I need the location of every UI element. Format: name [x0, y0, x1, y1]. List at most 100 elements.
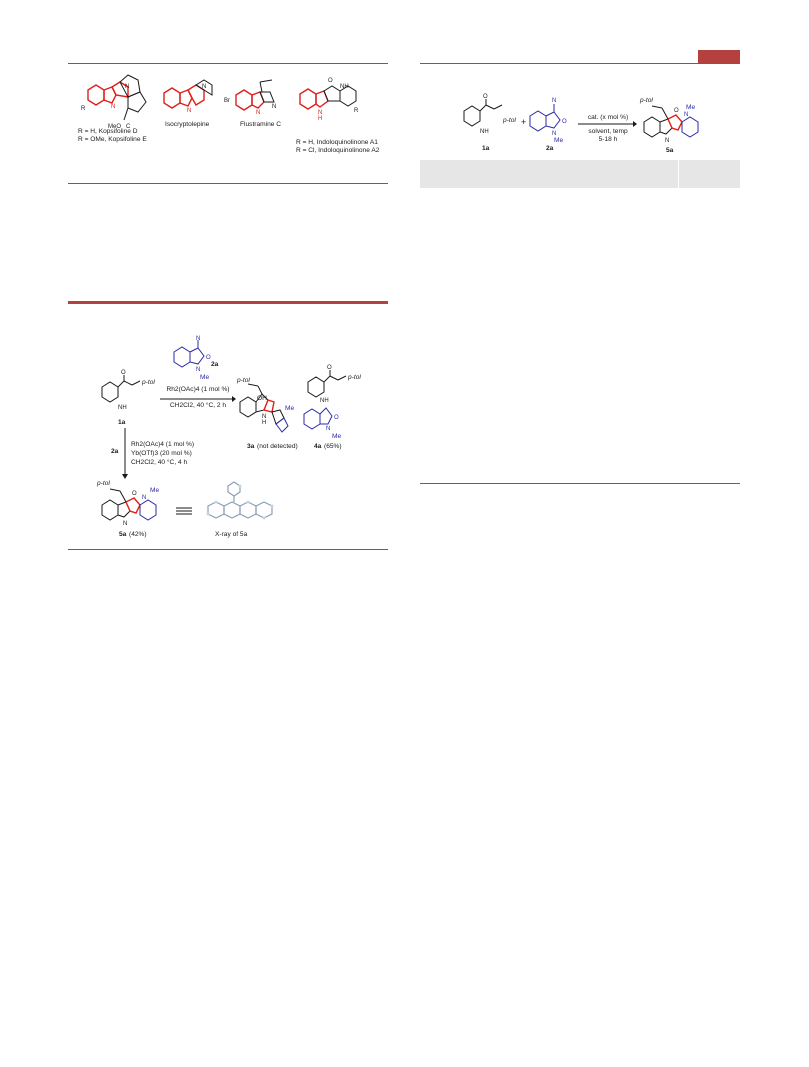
- isocryptolepine-label: Isocryptolepine: [165, 121, 210, 128]
- table-header-divider: [678, 160, 679, 188]
- scheme1-ptol-5a: p-tol: [97, 480, 110, 487]
- table-bottom-rule: [420, 483, 740, 484]
- svg-text:N: N: [272, 104, 276, 110]
- scheme1-5a-yield: (42%): [129, 531, 147, 538]
- svg-text:NH: NH: [340, 84, 349, 90]
- svg-text:N: N: [552, 131, 556, 137]
- svg-text:O: O: [483, 94, 488, 100]
- svg-text:C: C: [126, 124, 131, 130]
- kopsifoline-d-label: R = H, Kopsifoline D: [78, 128, 138, 135]
- xray-label: X-ray of 5a: [215, 531, 248, 538]
- scheme1-me-3a: Me: [285, 405, 295, 412]
- svg-text:N: N: [123, 521, 127, 527]
- scheme2-plus: +: [521, 117, 527, 127]
- scheme1-3a-note: (not detected): [257, 443, 298, 450]
- indoloquinolinone-a2-label: R = Cl, Indoloquinolinone A2: [296, 147, 380, 154]
- scheme1-5a-label: 5a: [119, 531, 127, 538]
- svg-text:N: N: [326, 426, 330, 432]
- svg-text:N: N: [318, 110, 322, 116]
- svg-text:H: H: [262, 420, 266, 426]
- svg-text:R: R: [81, 106, 86, 112]
- scheme1-cond-top-2: CH2Cl2, 40 °C, 2 h: [169, 402, 227, 409]
- svg-text:O: O: [132, 491, 137, 497]
- scheme2-me-2a: Me: [554, 137, 564, 144]
- scheme1-cond-top-1: Rh2(OAc)4 (1 mol %): [166, 386, 230, 393]
- scheme1-4a-label: 4a: [314, 443, 322, 450]
- scheme1-2a-label: 2a: [211, 361, 219, 368]
- scheme1-3a-label: 3a: [247, 443, 255, 450]
- scheme2-2a-structure: N O N: [529, 98, 567, 137]
- svg-text:N: N: [552, 98, 556, 104]
- scheme1-cond-down-2: Yb(OTf)3 (20 mol %): [131, 450, 192, 457]
- equivalence-sign: [176, 507, 192, 515]
- scheme1-arrow-down: [122, 428, 128, 479]
- table-header-bar: [420, 160, 740, 188]
- scheme2-5a-structure: O N N: [643, 105, 699, 144]
- compound-5a-structure: O N N: [101, 488, 157, 527]
- scheme1-arrow-right: [160, 396, 236, 402]
- fig1-bottom-rule: [68, 183, 388, 184]
- kopsifoline-e-label: R = OMe, Kopsifoline E: [78, 136, 147, 143]
- kopsifoline-structure: N N R MeO C: [81, 74, 147, 130]
- header-rule-right: [420, 63, 740, 64]
- svg-text:Br: Br: [224, 98, 230, 104]
- scheme1-4a-yield: (65%): [324, 443, 342, 450]
- scheme2-cond-1: cat. (x mol %): [587, 114, 629, 121]
- svg-text:N: N: [196, 336, 200, 342]
- scheme2-ptol-5a: p-tol: [640, 97, 653, 104]
- scheme2-ptol-1a: p-tol: [503, 117, 516, 124]
- header-rule-left: [68, 63, 388, 64]
- scheme2-1a-label: 1a: [482, 145, 490, 152]
- scheme1-cond-down-3: CH2Cl2, 40 °C, 4 h: [131, 459, 188, 466]
- svg-text:NH: NH: [480, 129, 489, 135]
- svg-text:NH: NH: [118, 405, 127, 411]
- svg-text:N: N: [684, 112, 688, 118]
- scheme1-ptol-1a: p-tol: [142, 379, 155, 386]
- svg-text:N: N: [142, 495, 146, 501]
- flustramine-label: Flustramine C: [240, 121, 282, 128]
- section-divider: [68, 301, 388, 304]
- svg-text:N: N: [187, 108, 191, 114]
- svg-text:O: O: [206, 355, 211, 361]
- indoloquinolinone-a1-label: R = H, Indoloquinolinone A1: [296, 139, 378, 146]
- scheme2-cond-3: 5-18 h: [598, 136, 618, 143]
- compound-4a-structure: O NH O N: [303, 365, 347, 432]
- svg-text:O: O: [328, 78, 333, 84]
- compound-2a-structure: N O N: [173, 336, 211, 373]
- svg-text:N: N: [196, 367, 200, 373]
- svg-text:O: O: [562, 119, 567, 125]
- scheme1-ptol-3a: p-tol: [237, 377, 250, 384]
- scheme1-me-4a: Me: [332, 433, 342, 440]
- flustramine-structure: Br N N: [224, 79, 276, 116]
- svg-text:O: O: [334, 415, 339, 421]
- scheme1-oh-3a: OH: [257, 395, 267, 402]
- scheme2-me-5a: Me: [686, 104, 696, 111]
- scheme2-cond-2: solvent, temp: [588, 128, 628, 135]
- compound-3a-structure: H N: [239, 383, 289, 433]
- scheme2-2a-label: 2a: [546, 145, 554, 152]
- scheme2-1a-structure: O NH: [463, 94, 503, 135]
- header-accent-block: [698, 50, 740, 64]
- svg-text:MeO: MeO: [108, 124, 121, 130]
- scheme1-me-2a: Me: [200, 374, 210, 381]
- scheme1-cond-down-1: Rh2(OAc)4 (1 mol %): [131, 441, 195, 448]
- isocryptolepine-structure: N N: [163, 79, 213, 114]
- xray-structure: [206, 481, 274, 520]
- scheme1-me-5a: Me: [150, 487, 160, 494]
- scheme2-5a-label: 5a: [666, 147, 674, 154]
- svg-text:R: R: [354, 108, 359, 114]
- svg-text:N: N: [111, 104, 115, 110]
- scheme2-arrow: [578, 121, 637, 127]
- compound-1a-structure: O NH: [101, 370, 141, 411]
- svg-text:O: O: [327, 365, 332, 371]
- scheme1-bottom-rule: [68, 549, 388, 550]
- svg-text:N: N: [262, 414, 266, 420]
- svg-text:N: N: [125, 84, 129, 90]
- scheme1-ptol-4a: p-tol: [348, 374, 361, 381]
- svg-text:O: O: [121, 370, 126, 376]
- svg-text:O: O: [674, 108, 679, 114]
- indoloquinolinone-structure: O NH N H R: [299, 78, 359, 122]
- svg-text:H: H: [318, 116, 322, 122]
- svg-text:N: N: [256, 110, 260, 116]
- svg-text:N: N: [202, 84, 206, 90]
